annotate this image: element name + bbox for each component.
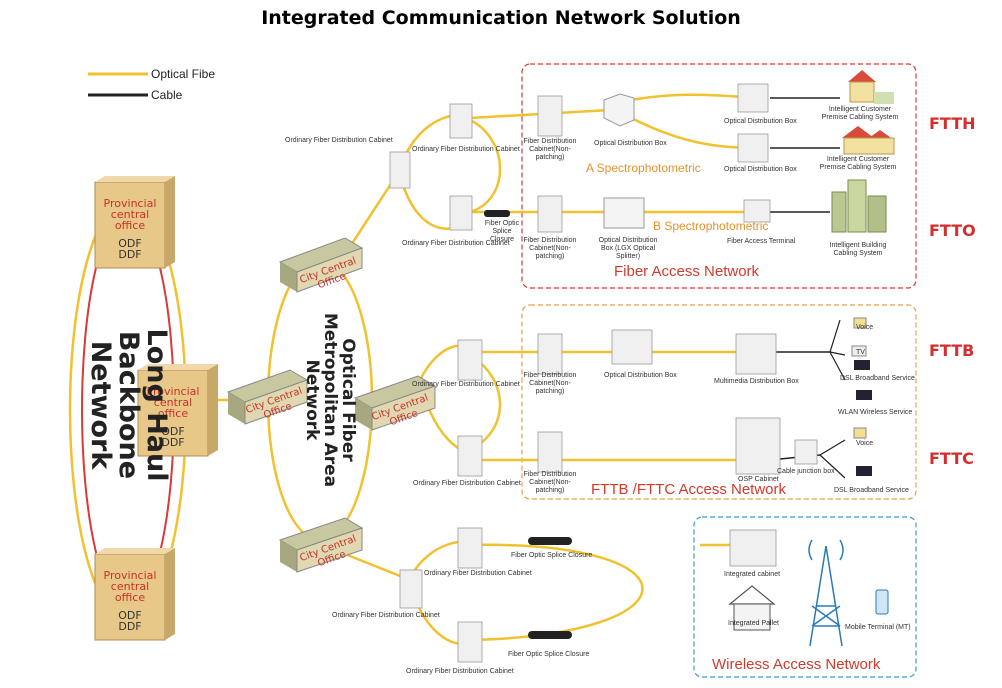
odb-lgx-label: Optical Distribution Box (LGX Optical Sp… [598, 237, 658, 260]
fdc1-label: Fiber Distribution Cabinet(Non-patching) [523, 138, 577, 161]
provincial-office-bottom [94, 548, 175, 641]
odf-label-bottom: ODF [118, 609, 142, 622]
provincial-office-middle [137, 364, 218, 457]
voice2-label: Voice [856, 440, 874, 447]
legend-cable-label: Cable [151, 88, 183, 102]
dsl2-label: DSL Broadband Service [834, 487, 909, 494]
mobile-terminal-icon [875, 589, 889, 615]
wireless-region [693, 516, 917, 678]
office-label-top: Provincial central office [103, 197, 157, 232]
tower-icon [808, 539, 844, 647]
laptop-icon-3 [856, 466, 872, 476]
ddf-label-top: DDF [118, 248, 142, 261]
ftth-region [521, 63, 917, 289]
fttc-tag: FTTC [929, 449, 974, 468]
legend-fiber-label: Optical Fibe [151, 67, 216, 81]
ftto-tag: FTTO [929, 221, 976, 240]
provincial-office-top [94, 176, 175, 269]
wl-splice1-label: Fiber Optic Splice Closure [511, 552, 593, 559]
odb-right2-label: Optical Distribution Box [724, 166, 797, 173]
fiber-access-title: Fiber Access Network [614, 263, 760, 280]
odb-right1-label: Optical Distribution Box [724, 118, 797, 125]
laptop-icon-1 [854, 360, 870, 370]
odf-label-top: ODF [118, 237, 142, 250]
laptop-icon-2 [856, 390, 872, 400]
wl-splice2-label: Fiber Optic Splice Closure [508, 651, 590, 658]
integrated-cabinet-label: Integrated cabinet [724, 571, 781, 578]
house-icon-1 [848, 70, 894, 104]
wl-cab3-label: Ordinary Fiber Distribution Cabinet [406, 668, 514, 675]
fttb-fdc1-label: Fiber Distribution Cabinet(Non-patching) [523, 372, 577, 395]
metro-label: Optical Fiber Metropolitan Area Network [302, 312, 358, 488]
cabinet-bottom-label: Ordinary Fiber Distribution Cabinet [402, 240, 510, 247]
pallet-house-icon [728, 585, 776, 631]
odb-label: Optical Distribution Box [594, 140, 667, 147]
terminal-label: Fiber Access Terminal [727, 238, 796, 245]
city-office-top [278, 237, 364, 293]
fttb-region [521, 304, 917, 500]
tv-icon [851, 345, 867, 357]
junction-label: Cable junction box [777, 468, 835, 475]
fdc2-label: Fiber Distribution Cabinet(Non-patching) [523, 237, 577, 260]
fttb-tag: FTTB [929, 341, 975, 360]
wireless-title: Wireless Access Network [712, 656, 881, 673]
wl-cab2-label: Ordinary Fiber Distribution Cabinet [332, 612, 440, 619]
office-label-middle: Provincial central office [146, 385, 200, 420]
mobile-label: Mobile Terminal (MT) [845, 624, 911, 631]
splice-closure-2 [528, 537, 572, 545]
fttb-cab2-label: Ordinary Fiber Distribution Cabinet [413, 480, 521, 487]
phone-icon-1 [853, 317, 867, 329]
fttb-odb-label: Optical Distribution Box [604, 372, 677, 379]
mdb-label: Multimedia Distribution Box [714, 378, 799, 385]
ftth-tag: FTTH [929, 114, 976, 133]
building-label: Intelligent Building Cabling System [829, 242, 887, 257]
backbone-label: Long Haul Backbone Network [85, 328, 172, 482]
dsl1-label: DSL Broadband Service [840, 375, 915, 382]
voice1-label: Voice [856, 324, 874, 331]
ddf-label-bottom: DDF [118, 620, 142, 633]
a-spectro-label: A Spectrophotometric [586, 161, 701, 175]
city-office-bottom [278, 517, 364, 573]
city-office-left [226, 369, 309, 425]
ddf-label-middle: DDF [161, 436, 185, 449]
fttb-fdc2-label: Fiber Distribution Cabinet(Non-patching) [523, 471, 577, 494]
splice-label: Fiber Optic Splice Closure [484, 220, 520, 243]
building-icon [831, 179, 887, 233]
osp-label: OSP Cabinet [738, 476, 779, 483]
fttb-title: FTTB /FTTC Access Network [591, 481, 787, 498]
splice-closure-1 [484, 210, 510, 217]
odf-label-middle: ODF [161, 425, 185, 438]
city-office-right [353, 375, 437, 431]
page-title: Integrated Communication Network Solutio… [261, 7, 741, 29]
integrated-pallet-label: Integrated Pallet [728, 620, 779, 627]
cabinet-top-label: Ordinary Fiber Distribution Cabinet [412, 146, 520, 153]
fttb-cab1-label: Ordinary Fiber Distribution Cabinet [412, 381, 520, 388]
house-icon-2 [842, 126, 895, 155]
ordinary-cabinet-label: Ordinary Fiber Distribution Cabinet [285, 137, 393, 144]
tv-label: TV [856, 349, 865, 356]
cabinets [389, 83, 818, 663]
b-spectro-label: B Spectrophotometric [653, 219, 769, 233]
splice-closure-3 [528, 631, 572, 639]
premise2-label: Intelligent Customer Premise Cabling Sys… [819, 156, 897, 171]
phone-icon-2 [853, 427, 867, 439]
wl-cab1-label: Ordinary Fiber Distribution Cabinet [424, 570, 532, 577]
premise1-label: Intelligent Customer Premise Cabling Sys… [821, 106, 899, 121]
office-label-bottom: Provincial central office [103, 569, 157, 604]
wlan-label: WLAN Wireless Service [838, 409, 913, 416]
